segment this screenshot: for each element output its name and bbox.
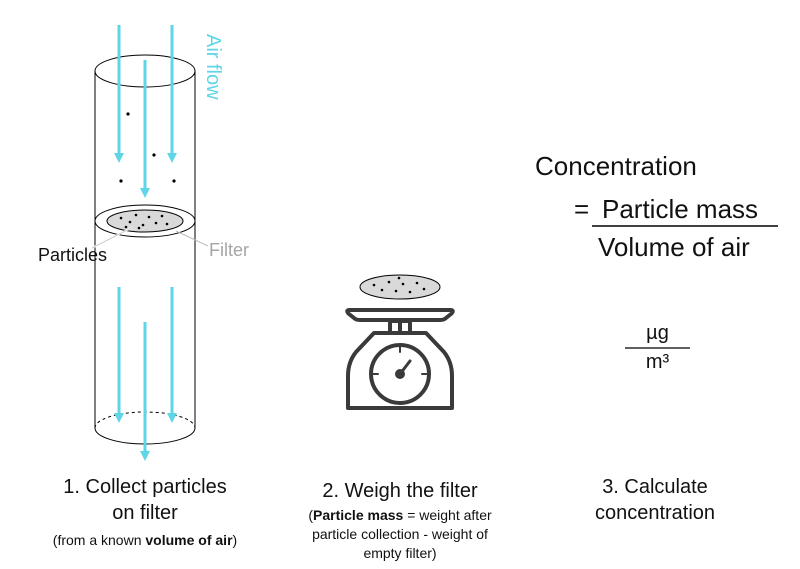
formula-lhs: Concentration xyxy=(535,151,697,181)
kitchen-scale-icon xyxy=(345,308,455,410)
particles-label: Particles xyxy=(38,245,108,265)
step3-caption: 3. Calculate concentration xyxy=(530,474,780,526)
step2-note-bold: Particle mass xyxy=(313,507,404,523)
airborne-particles xyxy=(119,112,176,183)
step1-note-bold: volume of air xyxy=(145,532,233,548)
filter-callout-line xyxy=(175,230,209,247)
step2-note-line3: empty filter) xyxy=(363,545,437,561)
step1-caption-line2: on filter xyxy=(112,502,178,524)
step1-note-suffix: ) xyxy=(232,532,238,548)
filter-disc-icon xyxy=(94,204,196,238)
formula-denominator: Volume of air xyxy=(598,232,750,262)
step3-caption-line2: concentration xyxy=(594,502,716,524)
air-flow-arrows xyxy=(114,25,177,461)
step2-note-line1: (Particle mass = weight after xyxy=(308,507,492,523)
unit-numerator: µg xyxy=(646,322,669,344)
particles-callout-line-inner xyxy=(91,226,134,249)
filter-label: Filter xyxy=(209,240,249,260)
step1-caption-line1: 1. Collect particles xyxy=(63,476,227,498)
weighed-filter-icon xyxy=(359,274,441,300)
air-flow-label: Air flow xyxy=(202,34,224,100)
step3-caption-line1: 3. Calculate xyxy=(602,476,708,498)
formula-equals: = xyxy=(574,194,590,224)
step1-note: (from a known volume of air) xyxy=(20,532,270,548)
step2-note: (Particle mass = weight after particle c… xyxy=(270,506,530,563)
step1-note-prefix: (from a known xyxy=(52,532,146,548)
step2-note-line2: particle collection - weight of xyxy=(312,526,488,542)
unit-denominator: m³ xyxy=(645,351,670,373)
step2-caption: 2. Weigh the filter xyxy=(322,480,478,502)
formula-numerator: Particle mass xyxy=(602,194,759,224)
step1-caption: 1. Collect particles on filter xyxy=(20,474,270,526)
